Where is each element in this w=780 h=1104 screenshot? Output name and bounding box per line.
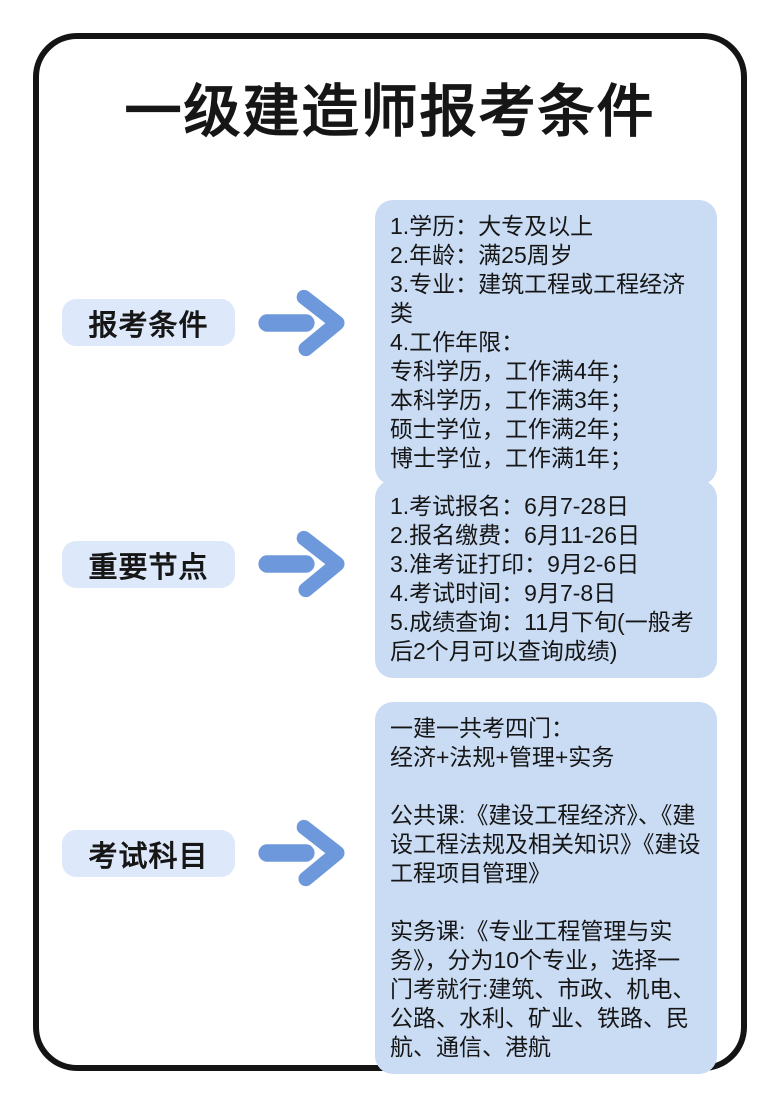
content-line: 一建一共考四门： [390,715,574,741]
content-line: 博士学位，工作满1年； [390,445,633,471]
section-label-timeline: 重要节点 [62,541,235,588]
section-content-timeline: 1.考试报名：6月7-28日 2.报名缴费：6月11-26日 3.准考证打印：9月2… [375,480,717,678]
content-line: 1.考试报名：6月7-28日 [390,493,630,519]
arrow-right-icon [258,530,345,598]
content-line: 4.考试时间：9月7-8日 [390,580,617,606]
content-line: 3.专业：建筑工程或工程经济类 [390,271,686,326]
section-content-requirements: 1.学历：大专及以上 2.年龄：满25周岁 3.专业：建筑工程或工程经济类 4.工作年… [375,200,717,485]
content-line: 2.年龄：满25周岁 [390,242,573,268]
content-line: 5.成绩查询：11月下旬(一般考后2个月可以查询成绩) [390,609,694,664]
content-line: 1.学历：大专及以上 [390,213,594,239]
section-label-requirements: 报考条件 [62,299,235,346]
arrow-right-icon [258,289,345,357]
content-line: 3.准考证打印：9月2-6日 [390,551,640,577]
content-line: 经济+法规+管理+实务 [390,744,615,770]
section-content-subjects: 一建一共考四门： 经济+法规+管理+实务 公共课:《建设工程经济》、《建设工程法规… [375,702,717,1074]
content-line: 公共课:《建设工程经济》、《建设工程法规及相关知识》《建设工程项目管理》 [390,802,701,886]
section-label-subjects: 考试科目 [62,830,235,877]
content-line: 专科学历，工作满4年； [390,358,633,384]
content-line [390,888,702,917]
content-line: 2.报名缴费：6月11-26日 [390,522,641,548]
page-title: 一级建造师报考条件 [124,80,656,144]
content-line: 本科学历，工作满3年； [390,387,633,413]
content-line: 实务课:《专业工程管理与实务》，分为10个专业，选择一门考就行:建筑、市政、机电… [390,918,696,1060]
content-line [390,772,702,801]
content-line: 硕士学位，工作满2年； [390,416,633,442]
content-line: 4.工作年限： [390,329,525,355]
arrow-right-icon [258,819,345,887]
